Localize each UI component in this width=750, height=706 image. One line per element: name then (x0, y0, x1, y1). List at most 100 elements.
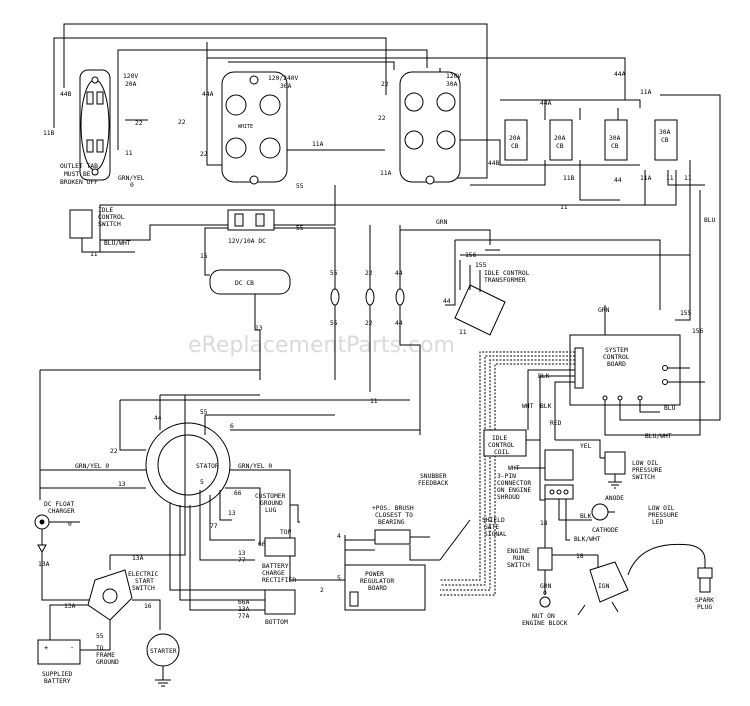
control-board-label: SYSTEM (605, 347, 628, 354)
led-label: PRESSURE (648, 512, 679, 519)
wire-label: GRN/YEL 0 (75, 463, 109, 470)
wire-label: 22 (135, 120, 143, 127)
wire-labels: 44B 11B 22 11 GRN/YEL 0 44A 22 22 11A 55… (38, 71, 716, 640)
led-anode: ANODE (605, 495, 624, 502)
dc-section: 12V/10A DC DC CB (39, 209, 336, 500)
rectifier-label: RECTIFIER (262, 577, 296, 584)
wire-label: 11A (640, 89, 652, 96)
low-oil-switch-label: LOW OIL (632, 460, 659, 467)
wire-label: 22 (178, 119, 186, 126)
start-switch-label: SWITCH (132, 585, 155, 592)
outlet-tab-note: OUTLET TAB (60, 163, 98, 170)
float-charger-label: DC FLOAT (44, 501, 75, 508)
ignition-section: ENGINE RUN SWITCH NUT ON ENGINE BLOCK IG… (507, 499, 714, 627)
wire-label: 11 (459, 329, 467, 336)
brush-label: +POS. BRUSH (372, 505, 414, 512)
rectifier-bottom: BOTTOM (265, 619, 288, 626)
wire-label: 55 (330, 270, 338, 277)
wire-label: 6 (230, 423, 234, 430)
wire-label: 44 (395, 320, 403, 327)
wire-label: 13 (228, 510, 236, 517)
regulator-label: BOARD (368, 585, 387, 592)
wire-label: 156 (692, 328, 704, 335)
wire-label: BLU/WHT (104, 240, 131, 247)
battery-minus: - (70, 644, 74, 652)
outlet-120v-30a: 120V 30A (399, 71, 461, 185)
inline-connectors (330, 225, 421, 435)
shield-label: SHIELD (482, 517, 505, 524)
customer-lug-label: CUSTOMER (255, 493, 286, 500)
idle-switch-label: SWITCH (98, 221, 121, 228)
idle-control-switch: IDLE CONTROL SWITCH (69, 185, 336, 253)
low-oil-switch-label: PRESSURE (632, 467, 663, 474)
breaker-1-rating: 20A (509, 135, 521, 142)
wire-label: 77 (238, 557, 246, 564)
customer-lug-label: LUG (265, 507, 277, 514)
wire-label: 13A (132, 555, 144, 562)
wire-label: BLU (664, 405, 676, 412)
regulator-label: REGULATOR (360, 578, 394, 585)
wire-label: BLU/WHT (645, 433, 672, 440)
shield-label: SIGNAL (484, 531, 507, 538)
wire-label: 13A (38, 561, 50, 568)
snubber-label: FEEDBACK (418, 480, 449, 487)
wire-label: 11A (640, 175, 652, 182)
spark-plug-label: SPARK (695, 597, 714, 604)
power-regulator-board: POWER REGULATOR BOARD +POS. BRUSH CLOSES… (290, 473, 507, 611)
outlet-240-voltage: 120/240V (268, 75, 299, 82)
wire-label: 11 (90, 251, 98, 258)
dc-float-charger: DC FLOAT CHARGER (34, 501, 90, 601)
connector-label: SHROUD (497, 494, 520, 501)
wire-label: 44A (202, 91, 214, 98)
wire-label: 0 (68, 521, 72, 528)
wire-label: 44B (488, 160, 500, 167)
frame-ground-label: TO (96, 645, 104, 652)
outlet-240-amps: 30A (280, 83, 292, 90)
outlet-20a: 120V 20A OUTLET TAB MUST BE BROKEN OFF (60, 69, 138, 186)
wire-label: 11A (312, 141, 324, 148)
wire-label: 55 (296, 183, 304, 190)
shield-label: GATE (484, 524, 499, 531)
outlet-240-white: WHITE (238, 124, 253, 130)
wire-label: 155 (475, 262, 487, 269)
idle-coil-label: IDLE (492, 435, 507, 442)
outlet-30a-voltage: 120V (446, 73, 461, 80)
breaker-3-rating: 30A (609, 135, 621, 142)
wire-label: 22 (365, 320, 373, 327)
regulator-label: POWER (365, 571, 384, 578)
system-control-board: SYSTEM CONTROL BOARD (569, 305, 705, 436)
battery-plus: + (44, 644, 48, 652)
frame-ground-label: FRAME (96, 652, 115, 659)
wire-label: 0 (130, 182, 134, 189)
control-board-label: CONTROL (603, 354, 630, 361)
wire-label: 44 (154, 415, 162, 422)
wire-label: 55 (96, 633, 104, 640)
led-label: LOW OIL (648, 505, 675, 512)
outlet-tab-note: MUST BE (64, 171, 91, 178)
brush-label: CLOSEST TO (375, 512, 413, 519)
wire-label: 22 (378, 115, 386, 122)
outlet-120-240v: 120/240V 30A WHITE (221, 71, 299, 185)
rectifier-top: TOP (280, 529, 292, 536)
control-board-label: BOARD (607, 361, 626, 368)
wire-label: 13 (255, 325, 263, 332)
wire-label: BLK (538, 373, 550, 380)
wire-label: 156 (465, 252, 477, 259)
wire-label: 13 (118, 481, 126, 488)
wire-label: 22 (200, 151, 208, 158)
wire-label: 11 (125, 150, 133, 157)
wire-label: 55 (330, 320, 338, 327)
wire-label: 13 (238, 550, 246, 557)
float-charger-label: CHARGER (48, 508, 75, 515)
transformer-label: TRANSFORMER (484, 277, 526, 284)
wire-label: 22 (365, 270, 373, 277)
wire-label: 22 (381, 81, 389, 88)
wire-label: GRN (436, 219, 448, 226)
stator-label: STATOR (196, 463, 219, 470)
customer-ground-lug: CUSTOMER GROUND LUG (255, 493, 300, 523)
wire-label: GRN/YEL 0 (238, 463, 272, 470)
dc-cb-label: DC CB (235, 280, 254, 287)
connector-label: CONNECTOR (497, 480, 531, 487)
wire-label: BLK/WHT (574, 536, 601, 543)
